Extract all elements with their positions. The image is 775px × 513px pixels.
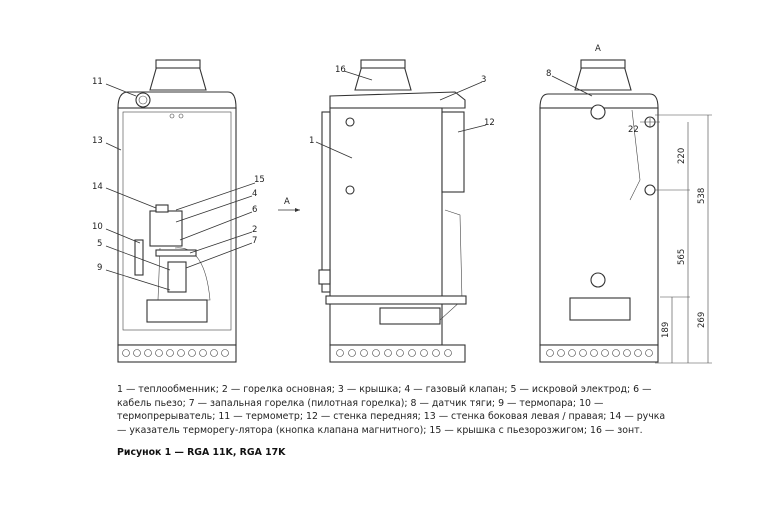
callout-15: 15 [254, 175, 265, 185]
callout-6: 6 [252, 205, 257, 215]
callout-13: 13 [92, 136, 103, 146]
dim-189: 189 [661, 322, 671, 338]
vent-holes [546, 349, 653, 357]
callout-12: 12 [484, 118, 495, 128]
dim-538: 538 [697, 188, 707, 204]
vent-holes [122, 349, 229, 357]
callout-2: 2 [252, 225, 257, 235]
dim-565: 565 [677, 249, 687, 265]
dim-220: 220 [677, 148, 687, 164]
callout-10: 10 [92, 222, 103, 232]
dim-269: 269 [697, 312, 707, 328]
callout-8: 8 [546, 69, 551, 79]
callout-16: 16 [335, 65, 346, 75]
callout-1: 1 [309, 136, 314, 146]
callout-9: 9 [97, 263, 102, 273]
dim-22: 22 [628, 125, 639, 135]
callout-14: 14 [92, 182, 103, 192]
rear-view-label: A [595, 44, 601, 54]
callout-4: 4 [252, 189, 257, 199]
figure-legend: 1 — теплообменник; 2 — горелка основная;… [117, 384, 666, 436]
callout-3: 3 [481, 75, 486, 85]
rear-view: A 8 22 220 538 565 269 189 [539, 44, 712, 364]
callout-11: 11 [92, 77, 103, 87]
view-arrow-label: A [284, 197, 290, 207]
side-view: 16 3 1 12 [309, 59, 495, 363]
callout-7: 7 [252, 236, 257, 246]
figure-title: Рисунок 1 — RGA 11K, RGA 17K [117, 447, 286, 458]
vent-holes [336, 349, 452, 357]
callout-5: 5 [97, 239, 102, 249]
front-view: 11 13 14 15 4 6 2 7 10 5 9 [92, 59, 265, 363]
